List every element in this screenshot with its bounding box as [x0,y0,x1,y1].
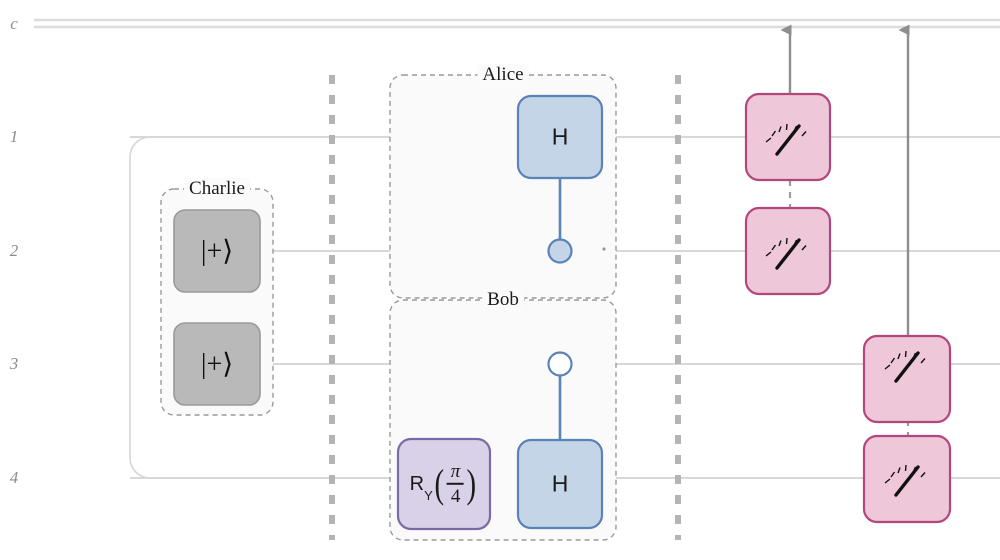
gate-label-prep-w3: |+⟩ [200,349,234,380]
gate-ry-bob[interactable] [396,437,492,531]
gate-measure-w2[interactable] [744,206,832,296]
h-box-alice [516,94,604,180]
gate-measure-w4[interactable] [862,434,952,524]
paren-close: ) [466,461,477,506]
wire-label-2: 2 [9,241,19,260]
h-box-bob [516,438,604,530]
classical-register-wire [34,18,1000,29]
control-dot-filled-alice [547,238,573,264]
group-label-alice: Alice [477,64,529,86]
wire-label-1: 1 [9,127,19,146]
ry-subscript: Y [424,488,433,504]
classical-register-label: c [10,14,18,33]
paren-open: ( [434,461,445,506]
group-label-charlie: Charlie [184,178,250,200]
gate-measure-w1[interactable] [744,92,832,182]
wire-label-3: 3 [9,354,19,373]
ry-symbol: R [409,472,425,495]
barriers [329,75,681,540]
gate-label-h-bob: H [551,470,569,497]
wire-label-4: 4 [9,468,19,487]
gate-h-bob[interactable] [516,351,604,530]
ry-numerator: π [450,460,461,482]
group-label-bob: Bob [482,289,524,311]
gate-measure-w3[interactable] [862,334,952,424]
gate-label-prep-w2: |+⟩ [200,236,234,267]
wire-loop-bracket [129,136,200,479]
gate-prep-w3[interactable] [173,322,261,406]
gate-h-alice[interactable] [516,94,604,264]
gate-prep-w2[interactable] [173,209,261,293]
gate-label-h-alice: H [551,123,569,150]
fraction-bar [447,483,465,485]
ry-fraction: π 4 [447,460,465,507]
ry-denominator: 4 [450,485,461,507]
wire-stub-marks [602,247,606,251]
control-dot-open-bob [547,351,573,377]
